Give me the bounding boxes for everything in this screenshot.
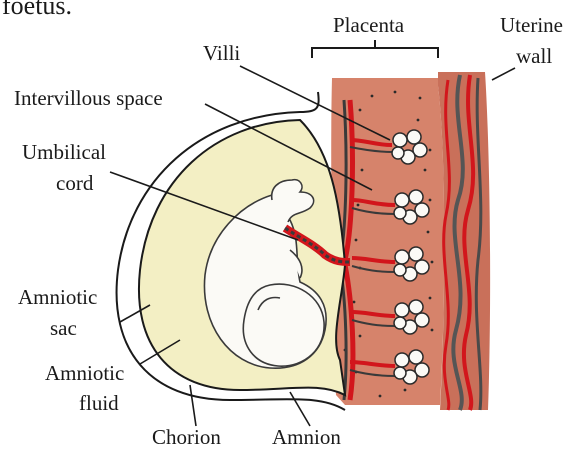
leader-chorion [190,385,196,426]
label-chorion: Chorion [152,425,221,449]
label-uterine-wall-1: Uterine [500,13,563,37]
label-umbilical-cord-2: cord [56,171,94,195]
label-umbilical-cord-1: Umbilical [22,140,106,164]
label-amniotic-sac-1: Amniotic [18,285,97,309]
label-amniotic-fluid-2: fluid [79,391,119,415]
leader-amnion [290,392,310,426]
label-amnion: Amnion [272,425,341,449]
uterine-wall [438,72,490,410]
label-amniotic-fluid-1: Amniotic [45,361,124,385]
label-villi: Villi [203,41,240,65]
placenta-bracket [312,40,438,58]
label-amniotic-sac-2: sac [50,316,77,340]
leader-uterine-wall [492,68,515,80]
label-intervillous-space: Intervillous space [14,86,163,110]
caption-fragment: foetus. [2,0,72,20]
label-uterine-wall-2: wall [516,44,552,68]
label-placenta: Placenta [333,13,405,37]
